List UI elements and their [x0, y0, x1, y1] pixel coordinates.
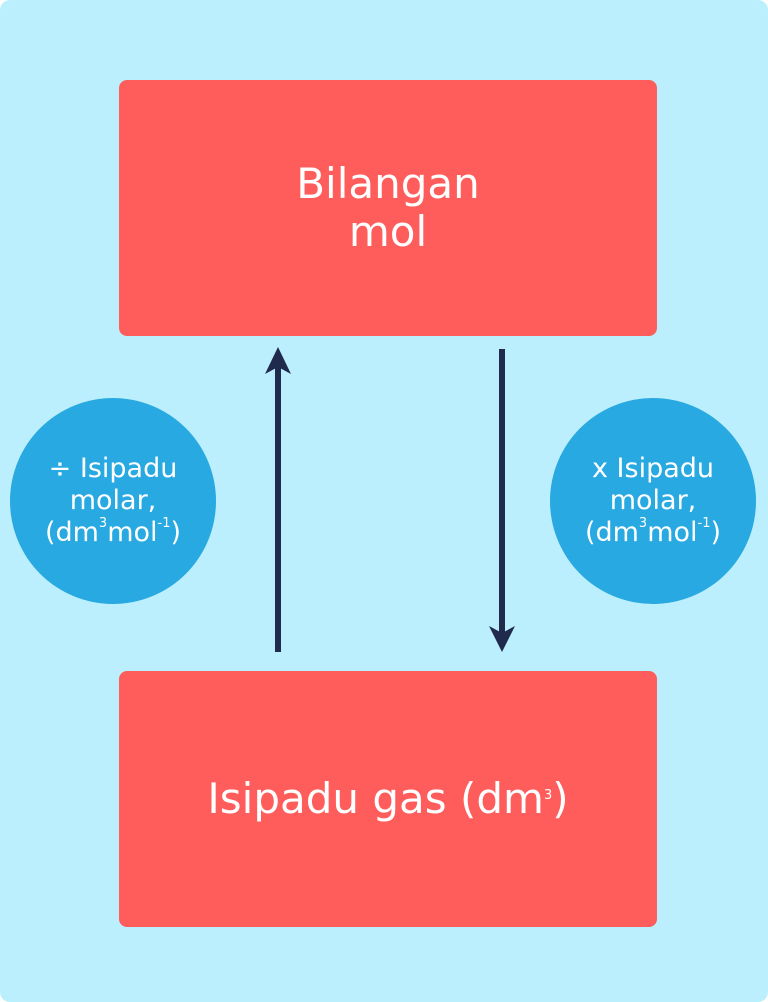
multiply-molar-volume-circle: x Isipadu molar, (dm3mol-1) — [550, 398, 756, 604]
right-sup1: 3 — [638, 516, 648, 531]
left-line3a: (dm — [44, 517, 99, 548]
isipadu-gas-box: Isipadu gas (dm3) — [119, 671, 657, 927]
right-line3c: ) — [710, 517, 722, 548]
right-line1: x Isipadu — [591, 453, 715, 484]
bottom-box-text: Isipadu gas (dm — [207, 774, 544, 823]
top-box-line1: Bilangan — [296, 159, 480, 208]
right-line3a: (dm — [584, 517, 639, 548]
top-box-line2: mol — [348, 207, 428, 256]
up-arrow — [265, 347, 291, 652]
left-sup1: 3 — [98, 516, 108, 531]
bottom-box-sup: 3 — [543, 788, 553, 803]
left-line1: ÷ Isipadu — [48, 453, 178, 484]
down-arrow — [489, 349, 515, 652]
left-line3c: ) — [170, 517, 182, 548]
right-line3b: mol — [647, 517, 698, 548]
left-line2: molar, — [69, 485, 157, 516]
left-sup2: -1 — [157, 516, 171, 531]
left-line3b: mol — [107, 517, 158, 548]
right-sup2: -1 — [697, 516, 711, 531]
bottom-box-close: ) — [552, 774, 569, 823]
divide-molar-volume-circle: ÷ Isipadu molar, (dm3mol-1) — [10, 398, 216, 604]
right-line2: molar, — [609, 485, 697, 516]
